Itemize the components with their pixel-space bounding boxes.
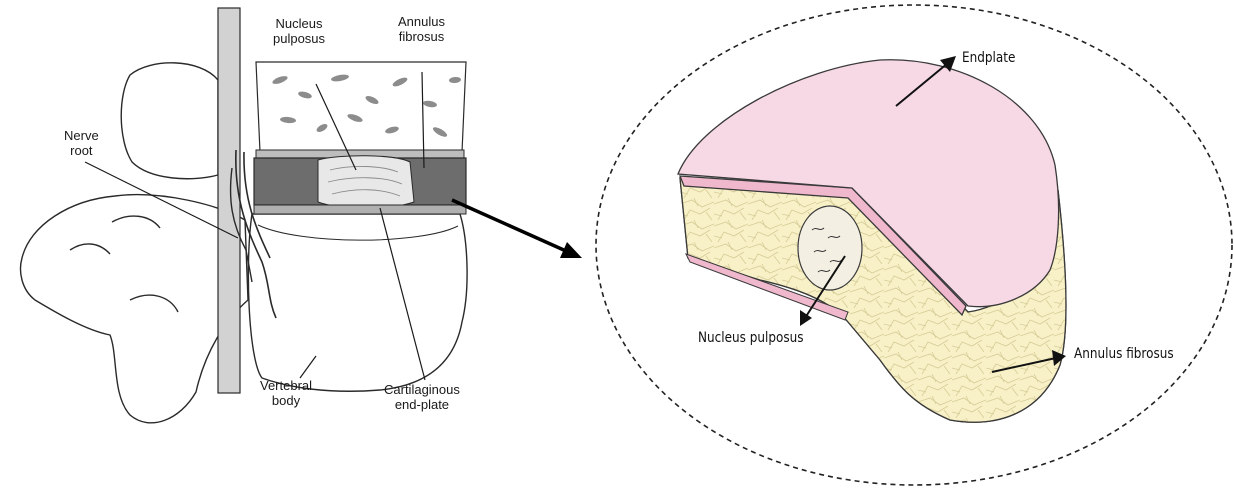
label-endplate: Endplate xyxy=(962,50,1015,66)
left-spine-illustration xyxy=(21,8,468,423)
posterior-elements xyxy=(21,195,248,423)
spinal-cord xyxy=(218,8,240,393)
label-nucleus-pulposus-right: Nucleus pulposus xyxy=(698,330,804,346)
vertebral-body-upper xyxy=(256,62,466,152)
nucleus-region xyxy=(798,206,862,290)
disc-nucleus xyxy=(318,156,414,208)
spinous-process-upper xyxy=(121,63,218,179)
connector-arrow xyxy=(452,200,582,258)
label-annulus-fibrosus-right: Annulus fibrosus xyxy=(1074,346,1174,362)
